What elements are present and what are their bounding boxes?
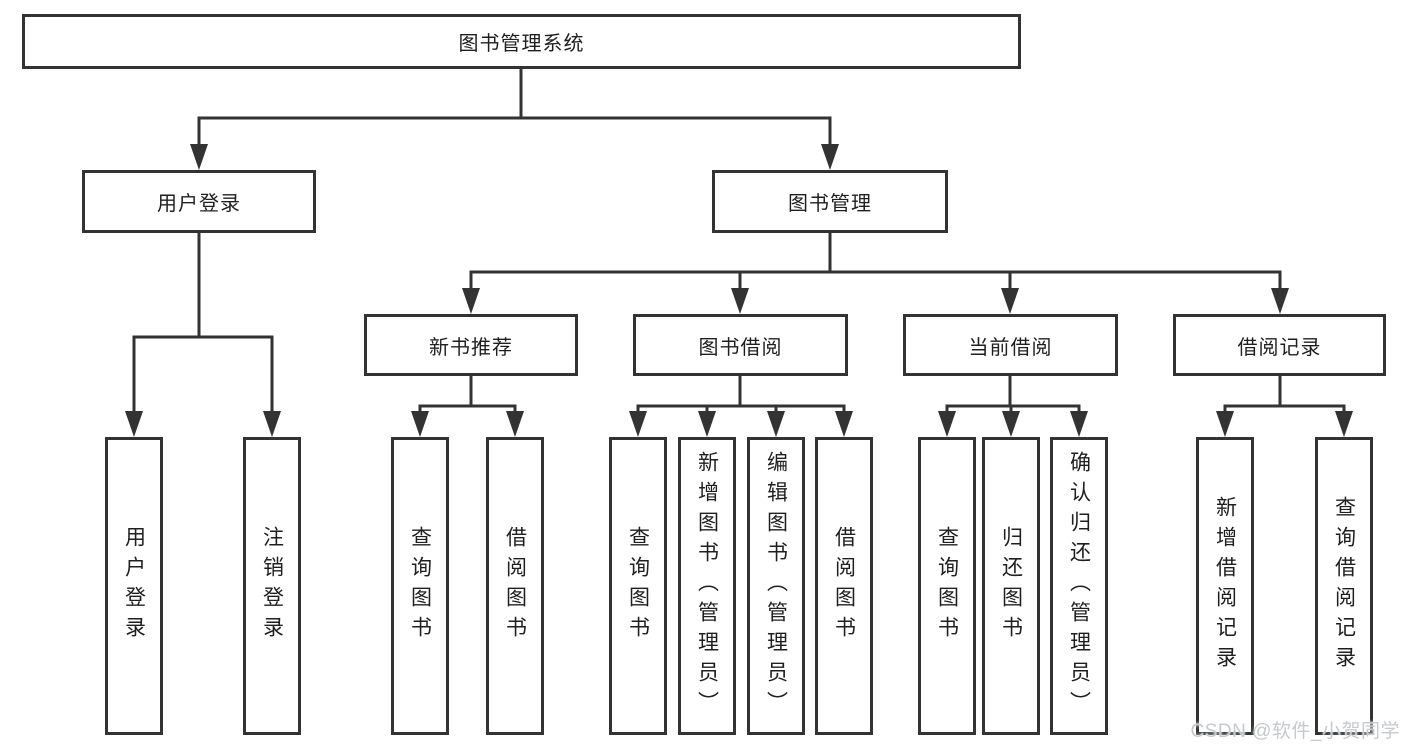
node-label: 借阅图书 — [503, 526, 527, 646]
leaf-return-books: 归还图书 — [982, 437, 1040, 735]
leaf-query-books-current: 查询图书 — [918, 437, 976, 735]
node-user-login: 用户登录 — [82, 170, 316, 233]
node-book-borrow: 图书借阅 — [633, 314, 848, 376]
node-label: 图书管理 — [788, 193, 872, 215]
node-label: 查询图书 — [626, 526, 650, 646]
node-label: 图书借阅 — [698, 336, 783, 359]
leaf-add-borrow-record: 新增借阅记录 — [1196, 437, 1254, 735]
leaf-edit-books-admin: 编辑图书（管理员） — [747, 437, 805, 735]
node-label: 新增图书（管理员） — [695, 451, 719, 721]
node-label: 用户登录 — [122, 526, 146, 646]
leaf-borrow-books: 借阅图书 — [815, 437, 873, 735]
leaf-query-borrow-record: 查询借阅记录 — [1315, 437, 1373, 735]
leaf-query-books-recommend: 查询图书 — [391, 437, 449, 735]
leaf-borrow-books-recommend: 借阅图书 — [486, 437, 544, 735]
node-library-management-system: 图书管理系统 — [22, 14, 1021, 69]
node-label: 查询借阅记录 — [1332, 496, 1356, 676]
node-label: 注销登录 — [260, 526, 284, 646]
leaf-add-books-admin: 新增图书（管理员） — [678, 437, 736, 735]
node-borrow-records: 借阅记录 — [1173, 314, 1386, 376]
watermark: CSDN @软件_小贺同学 — [1190, 721, 1400, 742]
node-label: 用户登录 — [157, 193, 241, 215]
node-current-borrow: 当前借阅 — [903, 314, 1118, 376]
node-new-book-recommend: 新书推荐 — [364, 314, 578, 376]
leaf-query-books-borrow: 查询图书 — [609, 437, 667, 735]
node-label: 图书管理系统 — [458, 33, 585, 55]
arrowheads — [125, 144, 1353, 437]
node-label: 归还图书 — [999, 526, 1023, 646]
node-label: 借阅图书 — [832, 526, 856, 646]
node-label: 查询图书 — [408, 526, 432, 646]
node-label: 新增借阅记录 — [1213, 496, 1237, 676]
node-book-management: 图书管理 — [712, 170, 948, 233]
node-label: 当前借阅 — [968, 336, 1053, 359]
node-label: 编辑图书（管理员） — [764, 451, 788, 721]
node-label: 查询图书 — [935, 526, 959, 646]
node-label: 确认归还（管理员） — [1067, 451, 1091, 721]
leaf-confirm-return-admin: 确认归还（管理员） — [1050, 437, 1108, 735]
leaf-logout: 注销登录 — [243, 437, 301, 735]
leaf-user-login: 用户登录 — [105, 437, 163, 735]
node-label: 借阅记录 — [1237, 336, 1322, 359]
node-label: 新书推荐 — [429, 336, 513, 359]
